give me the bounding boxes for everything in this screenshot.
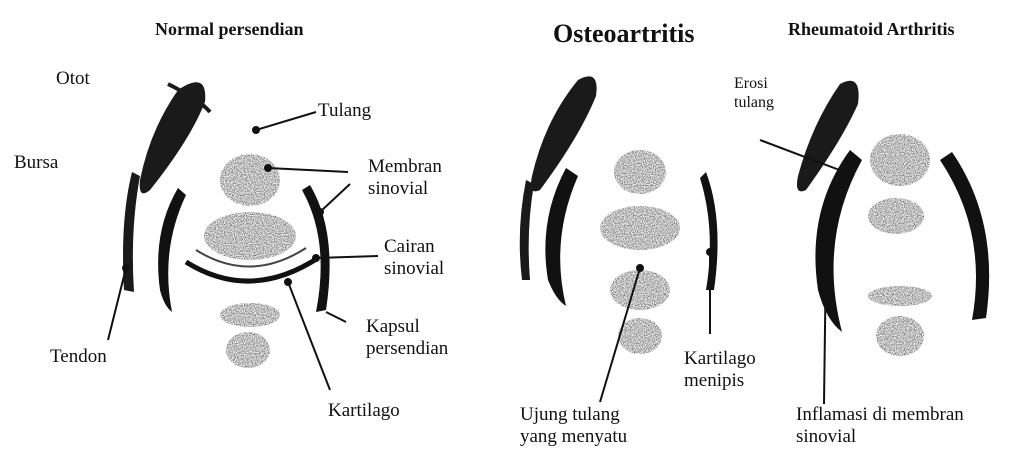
normal-tendon-left [123,172,140,292]
label-inflamasi: Inflamasi di membran sinovial [796,404,964,448]
label-erosi-tulang: Erosi tulang [734,74,774,112]
label-cairan-line1: Cairan [384,236,444,258]
label-kartilago-menipis-line1: Kartilago [684,348,756,370]
label-kapsul-line2: persendian [366,338,448,360]
normal-bone-lower [220,303,280,327]
normal-joint-illustration [123,82,330,368]
osteo-tendon-left [520,180,534,280]
label-cairan-sinovial: Cairan sinovial [384,236,444,280]
rheuma-capsule-right [940,152,989,320]
label-tulang: Tulang [318,100,371,122]
label-inflamasi-line1: Inflamasi di membran [796,404,964,426]
label-kapsul-line1: Kapsul [366,316,448,338]
label-cairan-line2: sinovial [384,258,444,280]
rheuma-bone-bottom [876,316,924,356]
normal-bone-bottom [226,332,270,368]
osteo-capsule-left [545,168,578,306]
heading-osteoarthritis: Osteoartritis [553,20,695,48]
label-membran-line2: sinovial [368,178,442,200]
osteo-capsule-right [700,172,718,290]
osteo-bone-bottom [618,318,662,354]
label-kapsul-persendian: Kapsul persendian [366,316,448,360]
label-ujung-tulang: Ujung tulang yang menyatu [520,404,627,448]
label-membran-line1: Membran [368,156,442,178]
label-inflamasi-line2: sinovial [796,426,964,448]
normal-bone-head [204,212,296,260]
label-erosi-line2: tulang [734,93,774,112]
heading-rheumatoid: Rheumatoid Arthritis [788,18,955,40]
osteo-bone-top [614,150,666,194]
normal-cartilage-arc [186,258,318,281]
osteo-bone-head [600,206,680,250]
heading-normal: Normal persendian [155,18,304,40]
label-kartilago-menipis-line2: menipis [684,370,756,392]
label-tendon: Tendon [50,346,107,368]
rheuma-capsule-left [815,150,862,332]
rheuma-bone-head [868,198,924,234]
label-erosi-line1: Erosi [734,74,774,93]
normal-capsule-left [158,188,186,312]
osteoarthritis-illustration [520,76,718,354]
label-bursa: Bursa [14,152,58,174]
osteo-bone-mid [610,270,670,310]
label-membran-sinovial: Membran sinovial [368,156,442,200]
rheuma-bone-top [870,134,930,186]
label-ujung-line1: Ujung tulang [520,404,627,426]
normal-bone-top [220,154,280,206]
label-kartilago: Kartilago [328,400,400,422]
rheuma-bone-mid [868,286,932,306]
label-ujung-line2: yang menyatu [520,426,627,448]
label-kartilago-menipis: Kartilago menipis [684,348,756,392]
label-otot: Otot [56,68,90,90]
